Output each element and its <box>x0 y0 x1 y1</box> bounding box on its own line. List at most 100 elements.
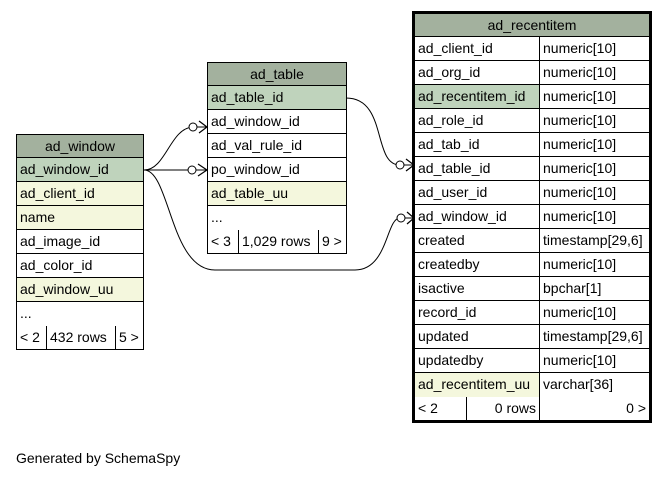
column-name: ad_client_id <box>17 182 143 205</box>
column-type: numeric[10] <box>539 133 649 156</box>
column-row[interactable]: ad_color_id <box>17 254 143 278</box>
column-row[interactable]: ad_role_id numeric[10] <box>415 109 649 133</box>
column-name: ad_user_id <box>418 184 488 200</box>
column-row[interactable]: ad_table_id <box>208 86 346 110</box>
table-ad-window[interactable]: ad_window ad_window_id ad_client_id name… <box>16 134 144 350</box>
column-row[interactable]: createdby numeric[10] <box>415 253 649 277</box>
column-row[interactable]: ad_client_id <box>17 182 143 206</box>
column-type: numeric[10] <box>539 61 649 84</box>
column-name: updatedby <box>418 352 484 368</box>
column-row[interactable]: updated timestamp[29,6] <box>415 325 649 349</box>
parents-link[interactable]: < 2 <box>20 329 40 345</box>
column-type: numeric[10] <box>539 181 649 204</box>
column-row[interactable]: name <box>17 206 143 230</box>
column-row[interactable]: po_window_id <box>208 158 346 182</box>
optional-marker <box>187 165 197 175</box>
column-type: timestamp[29,6] <box>539 325 649 348</box>
column-row[interactable]: record_id numeric[10] <box>415 301 649 325</box>
column-name: ad_tab_id <box>418 136 480 152</box>
column-name: ad_window_id <box>17 158 143 181</box>
optional-marker <box>396 213 406 223</box>
column-type: numeric[10] <box>539 205 649 228</box>
row-count: 432 rows <box>46 326 115 349</box>
edge-ad-table-to-ad-recentitem-ad-table-id <box>345 97 414 166</box>
table-footer: < 3 1,029 rows 9 > <box>208 230 346 253</box>
column-list: ad_window_id ad_client_id name ad_image_… <box>17 158 143 326</box>
table-header[interactable]: ad_recentitem <box>415 14 649 37</box>
optional-marker <box>395 160 405 170</box>
generator-caption: Generated by SchemaSpy <box>16 450 181 466</box>
edge-ad-window-to-ad-table-ad-window-id <box>143 126 207 171</box>
column-row[interactable]: ad_table_id numeric[10] <box>415 157 649 181</box>
column-name: isactive <box>418 280 465 296</box>
row-count: 0 rows <box>466 397 539 420</box>
table-footer: < 2 432 rows 5 > <box>17 326 143 349</box>
edge-ad-window-to-ad-recentitem-ad-window-id <box>143 169 414 271</box>
column-name: ad_org_id <box>418 64 481 80</box>
column-row[interactable]: ad_client_id numeric[10] <box>415 37 649 61</box>
column-name: ad_window_id <box>418 208 507 224</box>
column-type: numeric[10] <box>539 109 649 132</box>
column-type: numeric[10] <box>539 157 649 180</box>
optional-marker <box>188 122 198 132</box>
column-type: numeric[10] <box>539 85 649 108</box>
parents-link[interactable]: < 3 <box>211 233 231 249</box>
column-row[interactable]: ad_user_id numeric[10] <box>415 181 649 205</box>
column-name: ad_window_uu <box>17 278 143 301</box>
column-name: ad_image_id <box>20 233 101 249</box>
children-link[interactable]: 0 > <box>539 397 649 420</box>
column-type: numeric[10] <box>539 37 649 60</box>
column-type: timestamp[29,6] <box>539 229 649 252</box>
column-row[interactable]: ad_tab_id numeric[10] <box>415 133 649 157</box>
column-row[interactable]: ad_org_id numeric[10] <box>415 61 649 85</box>
column-list: ad_table_id ad_window_id ad_val_rule_id … <box>208 86 346 230</box>
column-row[interactable]: ... <box>17 302 143 326</box>
column-name: ad_color_id <box>20 257 93 273</box>
column-name: record_id <box>418 304 477 320</box>
column-name: name <box>17 206 143 229</box>
column-name: ad_table_uu <box>208 182 346 205</box>
column-name: ad_table_id <box>418 160 491 176</box>
column-type: bpchar[1] <box>539 277 649 300</box>
column-row[interactable]: created timestamp[29,6] <box>415 229 649 253</box>
column-type: numeric[10] <box>539 301 649 324</box>
column-row[interactable]: isactive bpchar[1] <box>415 277 649 301</box>
column-name: createdby <box>418 256 480 272</box>
column-row[interactable]: ... <box>208 206 346 230</box>
column-row[interactable]: updatedby numeric[10] <box>415 349 649 373</box>
table-ad-table[interactable]: ad_table ad_table_id ad_window_id ad_val… <box>207 62 347 254</box>
parents-link[interactable]: < 2 <box>418 400 438 416</box>
column-name: ad_recentitem_uu <box>415 373 539 397</box>
column-name: ad_role_id <box>418 112 484 128</box>
column-name: created <box>418 232 465 248</box>
table-header[interactable]: ad_window <box>17 135 143 158</box>
column-row[interactable]: ad_table_uu <box>208 182 346 206</box>
table-header[interactable]: ad_table <box>208 63 346 86</box>
column-type: numeric[10] <box>539 349 649 372</box>
table-footer: < 2 0 rows 0 > <box>415 397 649 420</box>
column-name: ... <box>211 209 223 225</box>
column-type: varchar[36] <box>539 373 649 397</box>
column-row[interactable]: ad_window_uu <box>17 278 143 302</box>
column-row[interactable]: ad_window_id numeric[10] <box>415 205 649 229</box>
column-name: ad_recentitem_id <box>415 85 539 108</box>
column-name: ad_window_id <box>211 113 300 129</box>
column-name: ad_val_rule_id <box>211 137 303 153</box>
column-name: po_window_id <box>211 161 300 177</box>
table-ad-recentitem[interactable]: ad_recentitem ad_client_id numeric[10] ad… <box>412 11 652 423</box>
column-row[interactable]: ad_val_rule_id <box>208 134 346 158</box>
column-row[interactable]: ad_image_id <box>17 230 143 254</box>
column-type: numeric[10] <box>539 253 649 276</box>
column-row[interactable]: ad_window_id <box>17 158 143 182</box>
column-name: ad_client_id <box>418 40 493 56</box>
column-name: ad_table_id <box>208 86 346 109</box>
children-link[interactable]: 5 > <box>115 326 143 349</box>
column-row[interactable]: ad_window_id <box>208 110 346 134</box>
column-name: updated <box>418 328 469 344</box>
column-name: ... <box>20 305 32 321</box>
children-link[interactable]: 9 > <box>318 230 346 253</box>
row-count: 1,029 rows <box>238 230 318 253</box>
